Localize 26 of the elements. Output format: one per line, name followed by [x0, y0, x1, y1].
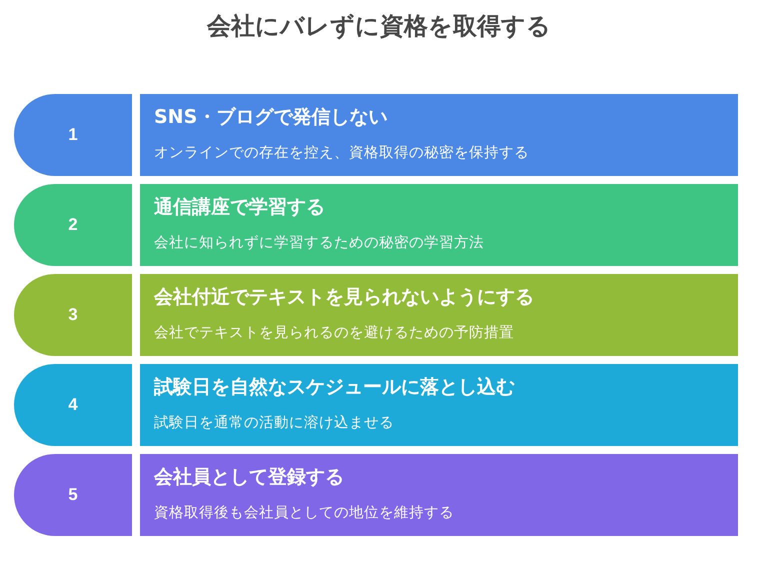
step-description: 試験日を通常の活動に溶け込ませる	[154, 414, 394, 433]
step-heading: 通信講座で学習する	[154, 195, 325, 219]
step-box	[140, 274, 738, 356]
number-tab	[14, 184, 132, 266]
step-number: 4	[68, 395, 78, 415]
step-heading: SNS・ブログで発信しない	[154, 105, 388, 129]
number-tab	[14, 274, 132, 356]
number-tab	[14, 454, 132, 536]
step-description: 資格取得後も会社員としての地位を維持する	[154, 504, 454, 523]
step-number: 5	[68, 485, 78, 505]
step-box	[140, 454, 738, 536]
step-box	[140, 184, 738, 266]
step-description: 会社に知られずに学習するための秘密の学習方法	[154, 234, 484, 253]
number-tab	[14, 94, 132, 176]
step-number: 2	[68, 215, 78, 235]
step-heading: 会社員として登録する	[154, 465, 344, 489]
number-tab	[14, 364, 132, 446]
title: 会社にバレずに資格を取得する	[206, 11, 552, 42]
step-heading: 会社付近でテキストを見られないようにする	[154, 285, 534, 309]
step-number: 1	[68, 125, 78, 145]
step-box	[140, 94, 738, 176]
step-box	[140, 364, 738, 446]
step-number: 3	[68, 305, 78, 325]
step-description: オンラインでの存在を控え、資格取得の秘密を保持する	[154, 144, 529, 163]
step-description: 会社でテキストを見られるのを避けるための予防措置	[154, 324, 514, 343]
step-heading: 試験日を自然なスケジュールに落とし込む	[154, 375, 515, 399]
